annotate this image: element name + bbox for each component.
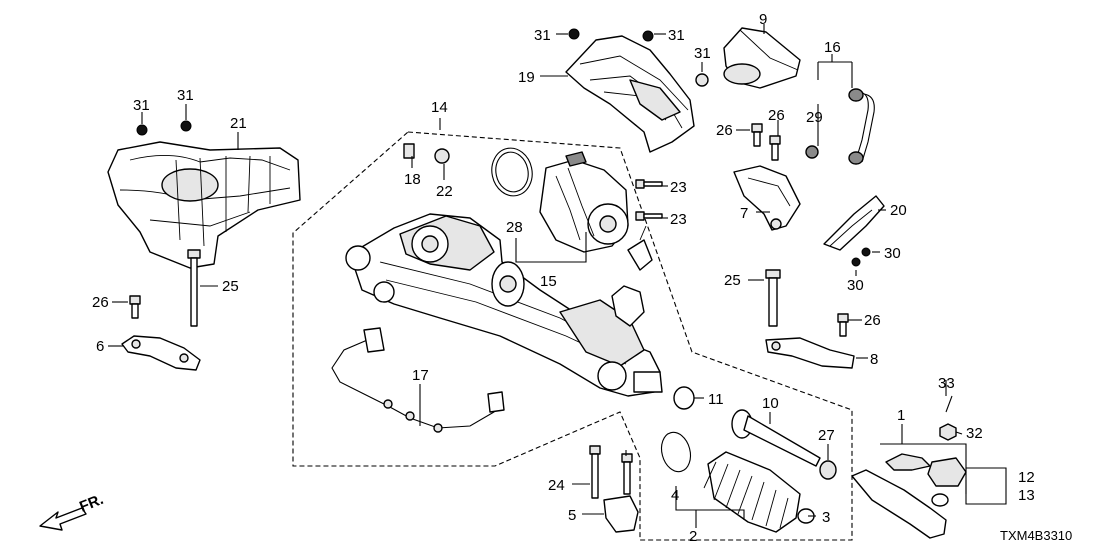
- clip-31-d: [642, 30, 654, 42]
- wire-harness-part: [331, 327, 505, 433]
- bracket-5-part: [603, 495, 639, 533]
- callout-14: 14: [431, 99, 448, 116]
- callout-22: 22: [436, 183, 453, 200]
- callout-26b: 26: [716, 122, 733, 139]
- callout-6: 6: [96, 338, 104, 355]
- callout-30b: 30: [847, 277, 864, 294]
- callout-26c: 26: [768, 107, 785, 124]
- callout-16: 16: [824, 39, 841, 56]
- callout-25b: 25: [724, 272, 741, 289]
- dust-boot-top-part: [723, 27, 801, 89]
- callout-19: 19: [518, 69, 535, 86]
- callout-26a: 26: [92, 294, 109, 311]
- callout-8: 8: [870, 351, 878, 368]
- callout-33: 33: [938, 375, 955, 392]
- callout-28: 28: [506, 219, 523, 236]
- bracket-20-part: [823, 195, 885, 251]
- bolt-23-a: [635, 179, 663, 189]
- callout-30a: 30: [884, 245, 901, 262]
- bolt-26-e: [621, 453, 633, 495]
- bolt-26-c: [769, 135, 781, 161]
- nut-27-part: [819, 460, 837, 480]
- callout-11: 11: [708, 391, 724, 408]
- callout-24: 24: [548, 477, 565, 494]
- diagram-code: TXM4B3310: [1000, 528, 1072, 543]
- callout-1: 1: [897, 407, 905, 424]
- clip-31-c: [568, 28, 580, 40]
- bolt-26-b: [751, 123, 763, 147]
- clip-22: [434, 148, 450, 164]
- bracket-6-part: [121, 335, 201, 371]
- callout-10: 10: [762, 395, 779, 412]
- upper-shield-part: [565, 35, 695, 153]
- clip-31-b: [180, 120, 192, 132]
- seal-kit-part: [885, 453, 931, 471]
- callout-32: 32: [966, 425, 983, 442]
- bracket-8-part: [765, 337, 855, 369]
- cotter-pin-33-part: [945, 395, 953, 413]
- callout-29: 29: [806, 109, 823, 126]
- callout-23a: 23: [670, 179, 687, 196]
- front-arrow-icon: [39, 507, 87, 531]
- callout-31b: 31: [177, 87, 194, 104]
- callout-26d: 26: [864, 312, 881, 329]
- hose-part: [805, 88, 875, 165]
- bolt-23-b: [635, 211, 663, 221]
- heat-shield-part: [107, 141, 301, 269]
- callout-3: 3: [822, 509, 830, 526]
- callout-20: 20: [890, 202, 907, 219]
- callout-25a: 25: [222, 278, 239, 295]
- callout-2: 2: [689, 528, 697, 545]
- callout-23b: 23: [670, 211, 687, 228]
- nut-32-part: [939, 423, 957, 441]
- callout-7: 7: [740, 205, 748, 222]
- callout-4: 4: [671, 487, 679, 504]
- bolt-24: [589, 445, 601, 499]
- clip-31-e: [695, 73, 709, 87]
- tie-rod-part: [731, 409, 821, 467]
- bolt-26-a: [129, 295, 141, 319]
- callout-31c: 31: [534, 27, 551, 44]
- callout-labels: 1 2 3 4 5 6 7 8 9 10 11 12 13 14 15 16 1…: [92, 11, 1035, 545]
- clip-30-b: [851, 257, 861, 267]
- callout-17: 17: [412, 367, 429, 384]
- bellows-boot-part: [703, 451, 801, 533]
- front-direction-indicator: FR.: [39, 491, 106, 531]
- callout-31d: 31: [668, 27, 685, 44]
- motor-assembly-part: [491, 147, 629, 253]
- callout-27: 27: [818, 427, 835, 444]
- ring-11-part: [673, 386, 695, 410]
- clip-30-a: [861, 247, 871, 257]
- callout-15: 15: [540, 273, 557, 290]
- assembly-group-outline: [292, 131, 853, 541]
- callout-21: 21: [230, 115, 247, 132]
- callout-18: 18: [404, 171, 421, 188]
- callout-13: 13: [1018, 487, 1035, 504]
- callout-5: 5: [568, 507, 576, 524]
- callout-12: 12: [1018, 469, 1035, 486]
- callout-31e: 31: [694, 45, 711, 62]
- callout-31a: 31: [133, 97, 150, 114]
- leader-lines: [108, 24, 1007, 528]
- bracket-7-part: [733, 165, 801, 231]
- clip-31-a: [136, 124, 148, 136]
- callout-9: 9: [759, 11, 767, 28]
- bolt-25-left: [187, 249, 201, 327]
- front-direction-label: FR.: [77, 491, 106, 516]
- collar-18: [403, 143, 415, 159]
- bolt-26-d: [837, 313, 849, 337]
- bolt-25-right: [765, 269, 781, 327]
- clamp-4-part: [660, 431, 692, 473]
- tie-rod-end-part: [851, 457, 967, 539]
- steering-gearbox-part: [345, 213, 663, 397]
- seal-kit-outline: [880, 443, 967, 494]
